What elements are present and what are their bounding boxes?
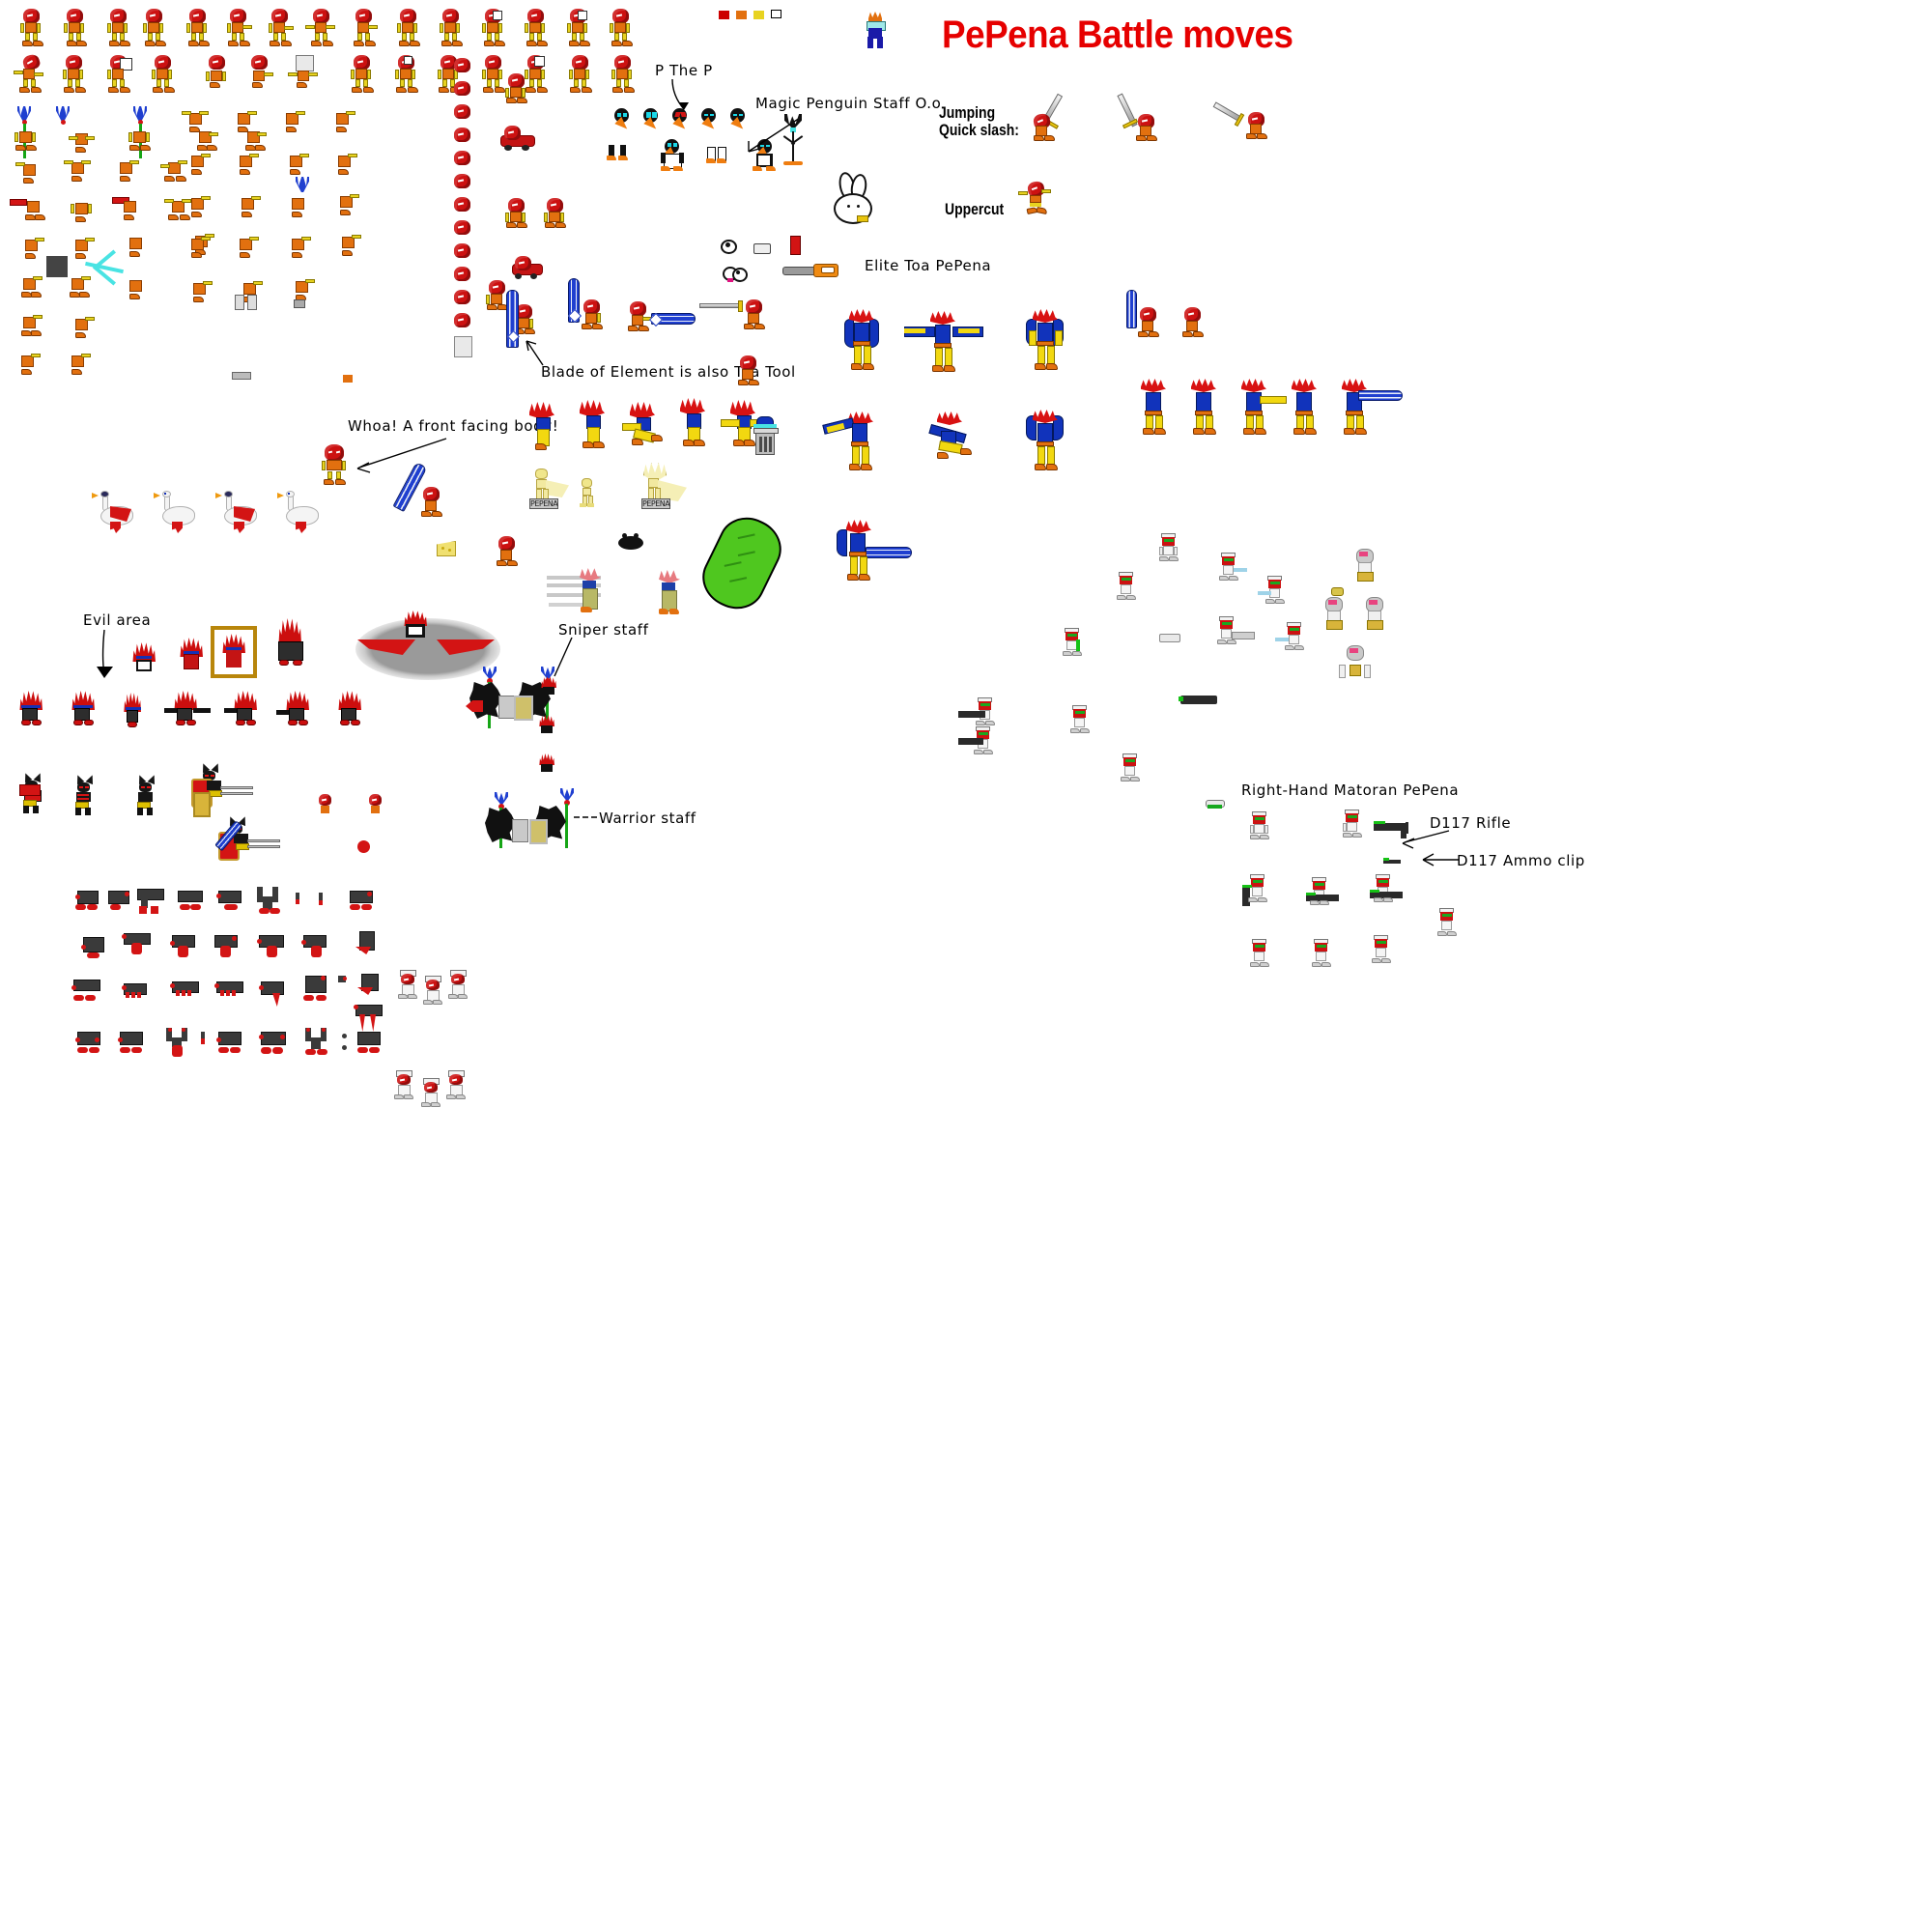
arrow-p-the-p bbox=[671, 78, 689, 110]
arrow-front-facing-body bbox=[356, 438, 447, 473]
elite-toa-row-2 bbox=[1140, 377, 1410, 454]
front-facing-toa-row bbox=[529, 384, 769, 481]
label-d117-ammo-clip: D117 Ammo clip bbox=[1457, 852, 1585, 869]
label-blade-of-element: Blade of Element is also Toa Tool bbox=[541, 363, 796, 381]
label-elite-toa-pepena: Elite Toa PePena bbox=[865, 257, 992, 274]
warrior-shield bbox=[512, 819, 528, 842]
label-sniper-staff: Sniper staff bbox=[558, 621, 649, 639]
misc-item bbox=[232, 372, 251, 380]
headless-body-grid-2 bbox=[182, 111, 425, 372]
arrow-d117-ammo-clip bbox=[1422, 853, 1459, 867]
matoran-walk-grid bbox=[10, 5, 647, 111]
arrow-warrior-staff bbox=[574, 816, 599, 818]
label-quick-slash-line2: Quick slash: bbox=[939, 120, 1019, 139]
arrow-evil-area bbox=[97, 629, 113, 678]
swatch-yellow bbox=[753, 11, 764, 19]
misc-item bbox=[294, 299, 305, 308]
label-evil-area: Evil area bbox=[83, 611, 152, 629]
arrow-sniper-staff bbox=[554, 637, 573, 677]
label-jumping: Jumping Quick slash: bbox=[939, 104, 1019, 139]
statue-plate: PEPENA bbox=[641, 498, 670, 509]
label-magic-penguin-staff: Magic Penguin Staff O.o bbox=[755, 95, 942, 112]
label-right-hand-matoran: Right-Hand Matoran PePena bbox=[1241, 781, 1460, 799]
gold-statue-row: PEPENA PEPENA bbox=[529, 463, 713, 555]
evil-portrait-frame bbox=[211, 626, 257, 678]
swatch-orange bbox=[736, 11, 747, 19]
evil-row-2 bbox=[19, 691, 406, 749]
dark-block-icon bbox=[46, 256, 68, 277]
elite-toa-grid bbox=[822, 305, 1157, 581]
label-jumping-line1: Jumping bbox=[939, 103, 996, 122]
goose-row bbox=[92, 491, 386, 549]
statue-plate: PEPENA bbox=[529, 498, 558, 509]
dark-body-grid bbox=[71, 887, 404, 1103]
arrow-blade-of-element bbox=[526, 340, 544, 366]
warrior-potion bbox=[514, 696, 533, 721]
page-title: PePena Battle moves bbox=[942, 14, 1293, 56]
misc-item bbox=[343, 375, 353, 383]
label-warrior-staff: Warrior staff bbox=[599, 810, 696, 827]
swatch-white bbox=[771, 10, 781, 18]
label-p-the-p: P The P bbox=[655, 62, 713, 79]
swatch-dark-red bbox=[719, 11, 729, 19]
headless-body-grid bbox=[10, 106, 444, 386]
label-d117-rifle: D117 Rifle bbox=[1430, 814, 1512, 832]
label-uppercut: Uppercut bbox=[945, 200, 1005, 218]
warrior-potion bbox=[529, 819, 548, 844]
label-front-facing-body: Whoa! A front facing body! bbox=[348, 417, 559, 435]
arrow-d117-rifle bbox=[1402, 830, 1450, 849]
misc-item bbox=[247, 295, 257, 310]
misc-item bbox=[235, 295, 244, 310]
